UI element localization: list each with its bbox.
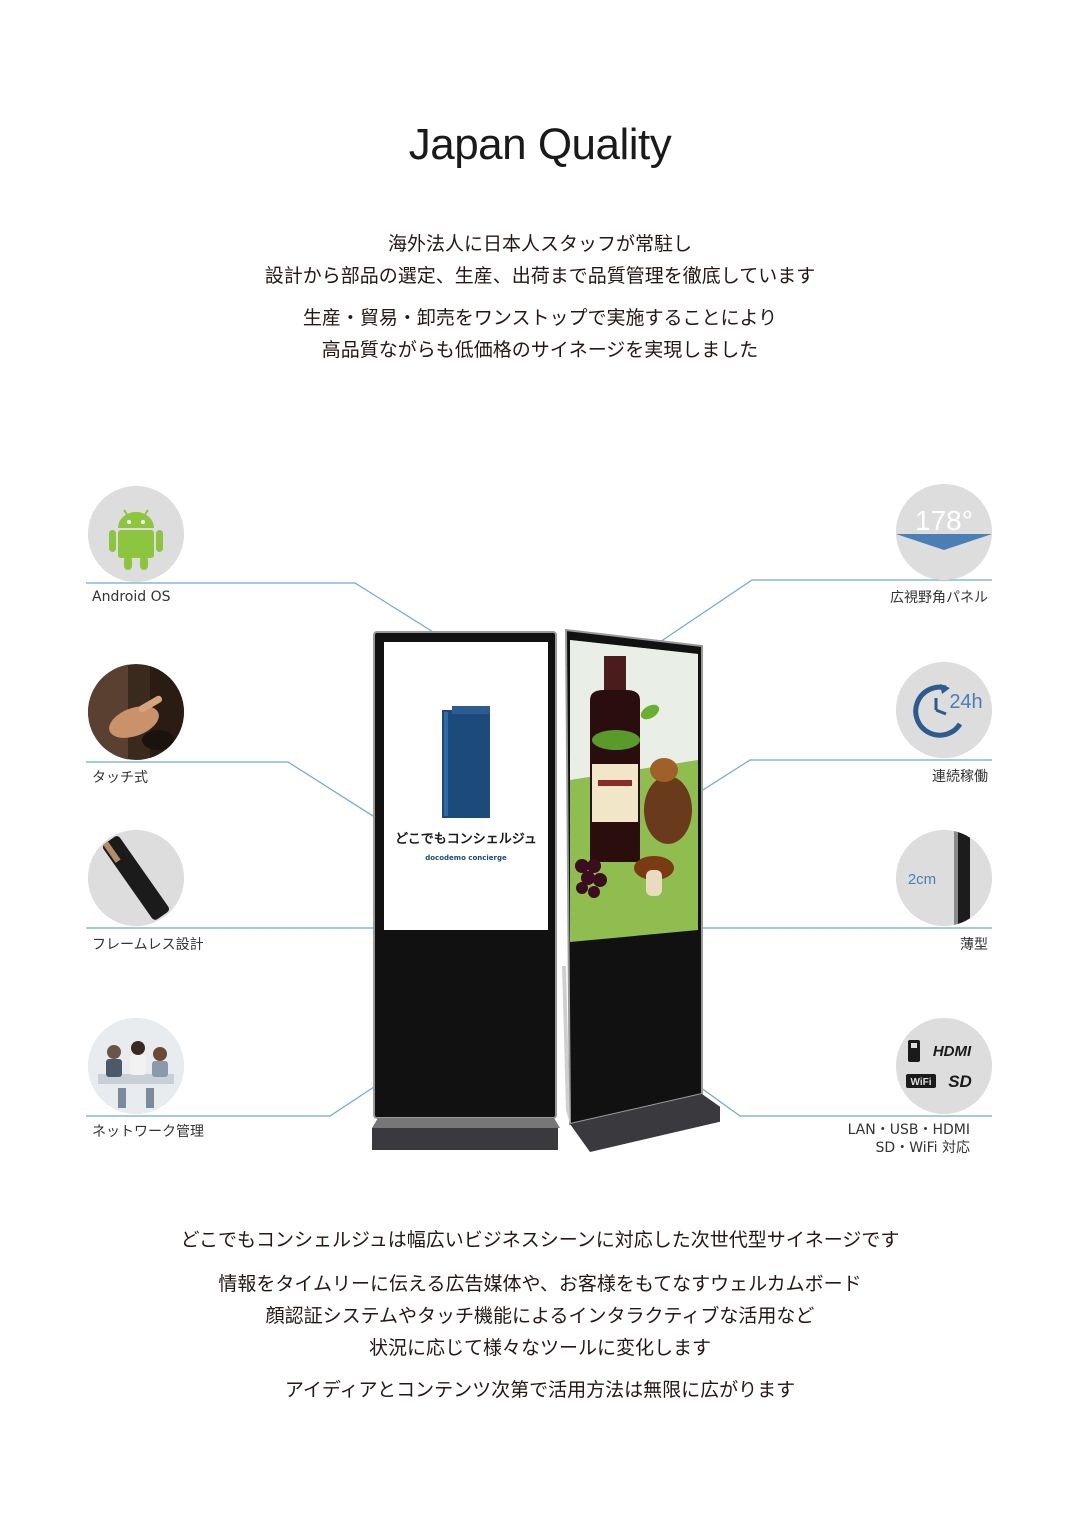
ports-label-line: LAN・USB・HDMI	[847, 1122, 970, 1138]
viewing-angle-icon: 178°	[896, 484, 992, 580]
feature-label-frameless: フレームレス設計	[92, 937, 204, 953]
outro-block-3: アイディアとコンテンツ次第で活用方法は無限に広がります	[0, 1374, 1080, 1406]
feature-label-ports: LAN・USB・HDMI SD・WiFi 対応	[848, 1121, 970, 1157]
outro-line: アイディアとコンテンツ次第で活用方法は無限に広がります	[284, 1379, 796, 1401]
outro-block-2: 情報をタイムリーに伝える広告媒体や、お客様をもてなすウェルカムボード 顔認証シス…	[0, 1268, 1080, 1364]
signage-product-image: どこでもコンシェルジュ docodemo concierge	[360, 620, 736, 1160]
clock-24h-icon: 24h	[896, 662, 992, 758]
intro-block-1: 海外法人に日本人スタッフが常駐し 設計から部品の選定、生産、出荷まで品質管理を徹…	[0, 228, 1080, 292]
outro-line: どこでもコンシェルジュは幅広いビジネスシーンに対応した次世代型サイネージです	[180, 1229, 900, 1251]
feature-label-network: ネットワーク管理	[92, 1124, 204, 1140]
ports-label-line: SD・WiFi 対応	[875, 1140, 970, 1156]
outro-line: 状況に応じて様々なツールに変化します	[368, 1337, 711, 1359]
signage-brand-en: docodemo concierge	[425, 854, 507, 862]
outro-line: 情報をタイムリーに伝える広告媒体や、お客様をもてなすウェルカムボード	[218, 1273, 862, 1295]
intro-block-2: 生産・貿易・卸売をワンストップで実施することにより 高品質ながらも低価格のサイネ…	[0, 302, 1080, 366]
sd-logo-text: SD	[948, 1072, 972, 1091]
outro-line: 顔認証システムやタッチ機能によるインタラクティブな活用など	[265, 1305, 815, 1327]
feature-label-24h: 連続稼働	[932, 769, 988, 785]
wifi-logo-text: WiFi	[910, 1077, 931, 1088]
intro-line: 海外法人に日本人スタッフが常駐し	[387, 233, 692, 255]
outro-block-1: どこでもコンシェルジュは幅広いビジネスシーンに対応した次世代型サイネージです	[0, 1224, 1080, 1256]
intro-line: 設計から部品の選定、生産、出荷まで品質管理を徹底しています	[264, 265, 816, 287]
intro-line: 生産・貿易・卸売をワンストップで実施することにより	[302, 307, 778, 329]
signage-stand-front: どこでもコンシェルジュ docodemo concierge	[372, 631, 560, 1150]
intro-line: 高品質ながらも低価格のサイネージを実現しました	[321, 339, 759, 361]
feature-label-android: Android OS	[92, 589, 171, 605]
network-meeting-photo	[88, 1018, 184, 1114]
feature-label-thin: 薄型	[960, 937, 988, 953]
viewing-angle-text: 178°	[915, 505, 973, 536]
frameless-edge-photo	[88, 830, 184, 926]
signage-brand-jp: どこでもコンシェルジュ	[395, 832, 537, 847]
thin-profile-icon: 2cm	[896, 830, 992, 926]
hdmi-logo-text: HDMI	[933, 1043, 972, 1060]
page-title: Japan Quality	[408, 120, 672, 169]
touch-photo	[88, 664, 184, 760]
ports-icon: HDMI WiFi SD	[896, 1018, 992, 1114]
clock-24h-text: 24h	[949, 691, 982, 713]
feature-label-angle: 広視野角パネル	[890, 590, 988, 606]
android-icon	[88, 486, 184, 582]
signage-stand-angled	[562, 628, 736, 1152]
feature-label-touch: タッチ式	[92, 770, 148, 786]
thin-profile-text: 2cm	[908, 871, 936, 888]
